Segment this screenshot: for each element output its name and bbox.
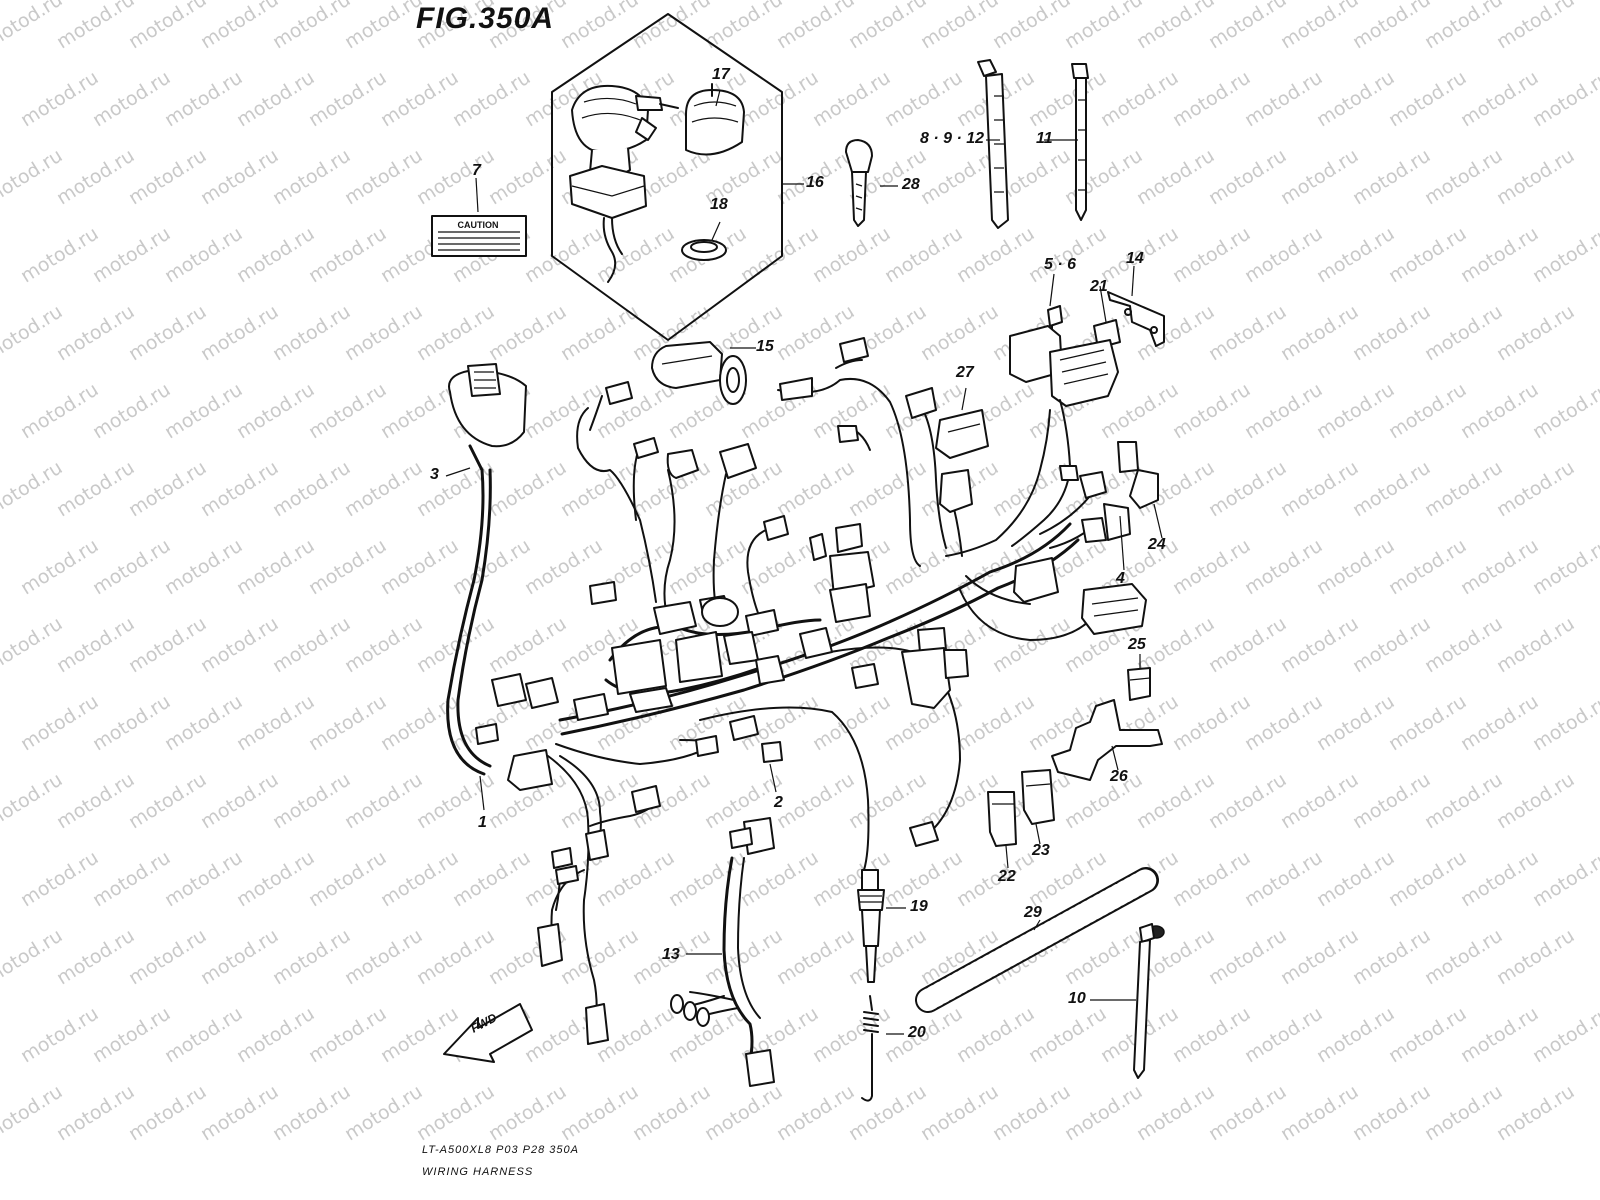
caution-label-text: CAUTION [457,220,499,230]
callout-26: 26 [1110,768,1128,785]
callout-13: 13 [662,946,680,963]
callout-4: 4 [1116,570,1125,587]
callout-27: 27 [956,364,974,381]
callout-5-6: 5 · 6 [1044,256,1077,273]
oxygen-sensor [857,869,885,983]
terminal-cover-right [1021,769,1055,825]
callout-19: 19 [910,898,928,915]
callout-3: 3 [430,466,439,483]
callout-18: 18 [710,196,728,213]
cable-tie-right [1071,63,1089,221]
caution-label [431,215,527,257]
callout-21: 21 [1090,278,1108,295]
callout-20: 20 [908,1024,926,1041]
cable-tie-clip [1133,923,1165,1079]
ignition-switch-kit-box [551,13,783,341]
diagram-subtitle: WIRING HARNESS [422,1166,534,1178]
corrugated-tube [915,867,1159,1013]
model-code: LT-A500XL8 P03 P28 350A [422,1144,579,1156]
nut-ring [681,239,727,261]
callout-28: 28 [902,176,920,193]
spring-clip [861,995,879,1102]
callout-7: 7 [472,162,481,179]
power-socket [651,341,747,405]
main-connector [448,363,527,472]
terminal-cover-left [987,791,1017,847]
callout-22: 22 [998,868,1016,885]
starter-relay [935,409,989,459]
ignition-switch [569,84,679,283]
callout-8-9-12: 8 · 9 · 12 [920,130,985,147]
callout-15: 15 [756,338,774,355]
callout-24: 24 [1148,536,1166,553]
callout-2: 2 [774,794,783,811]
harness-bracket [1051,699,1163,781]
callout-1: 1 [478,814,487,831]
figure-title: FIG.350A [416,2,555,35]
callout-25: 25 [1128,636,1146,653]
callout-10: 10 [1068,990,1086,1007]
callout-23: 23 [1032,842,1050,859]
harness-connectors [475,337,1159,1087]
spare-key [845,139,873,227]
callout-14: 14 [1126,250,1144,267]
coupler-cap [1127,667,1151,701]
callout-17: 17 [712,66,730,83]
callout-29: 29 [1024,904,1042,921]
fuse-box [1009,325,1119,467]
callout-16: 16 [806,174,824,191]
callout-11: 11 [1036,130,1053,147]
leader-lines [445,89,1163,1035]
key-cover [685,83,745,156]
cable-tie-left [977,59,1009,229]
bracket-plate [1107,291,1165,347]
fwd-arrow [443,1003,533,1063]
